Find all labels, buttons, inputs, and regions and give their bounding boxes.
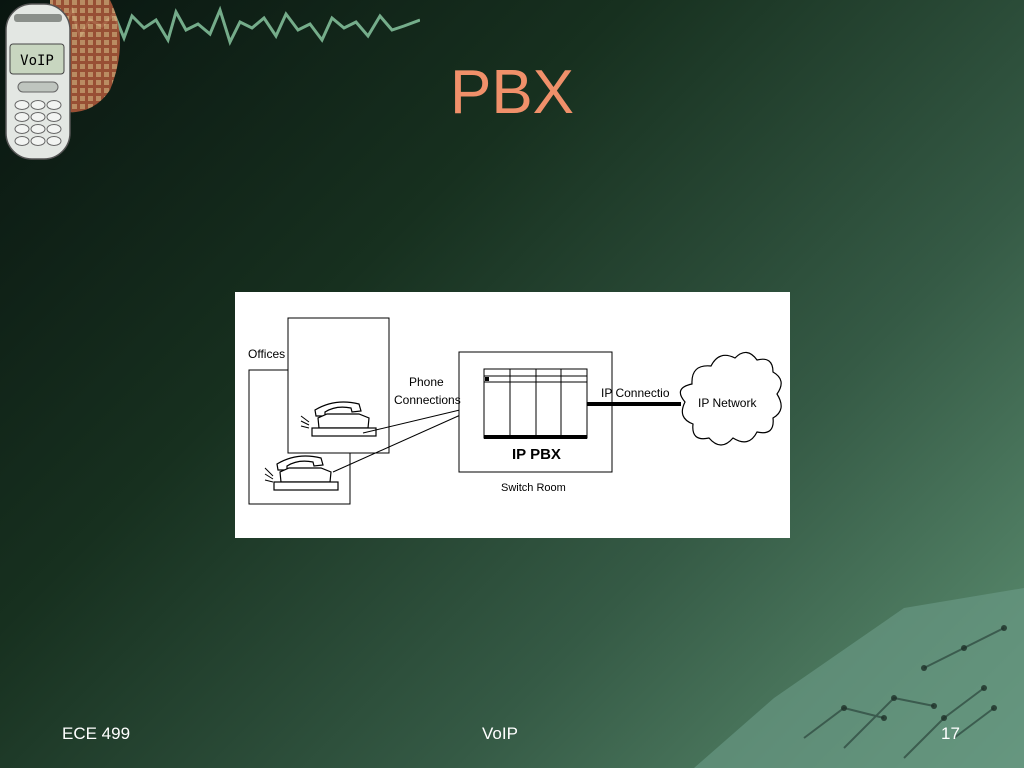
phone-screen-text: VoIP: [20, 53, 54, 69]
circuit-board-decoration: [694, 588, 1024, 768]
slide-title: PBX: [449, 58, 575, 127]
pbx-diagram-drawing: [248, 317, 782, 505]
connections-label: Connections: [394, 393, 461, 407]
telephone-icon: [300, 401, 377, 437]
telephone-icon: [264, 455, 339, 491]
footer-topic: VoIP: [482, 724, 518, 743]
ip-network-label: IP Network: [698, 396, 757, 410]
phone-label: Phone: [409, 375, 444, 389]
offices-label: Offices: [248, 347, 286, 361]
ip-connection-label: IP Connectio: [601, 386, 670, 400]
ip-network-cloud: [679, 351, 782, 446]
ip-pbx-label: IP PBX: [512, 446, 561, 463]
footer-course: ECE 499: [62, 724, 131, 743]
ip-pbx-equipment: [483, 368, 588, 439]
pbx-diagram: Offices Phone Connections IP Connectio I…: [235, 292, 790, 538]
switch-room-label: Switch Room: [501, 482, 566, 494]
cell-phone-icon: VoIP: [5, 3, 71, 160]
footer-page-number: 17: [941, 724, 960, 743]
